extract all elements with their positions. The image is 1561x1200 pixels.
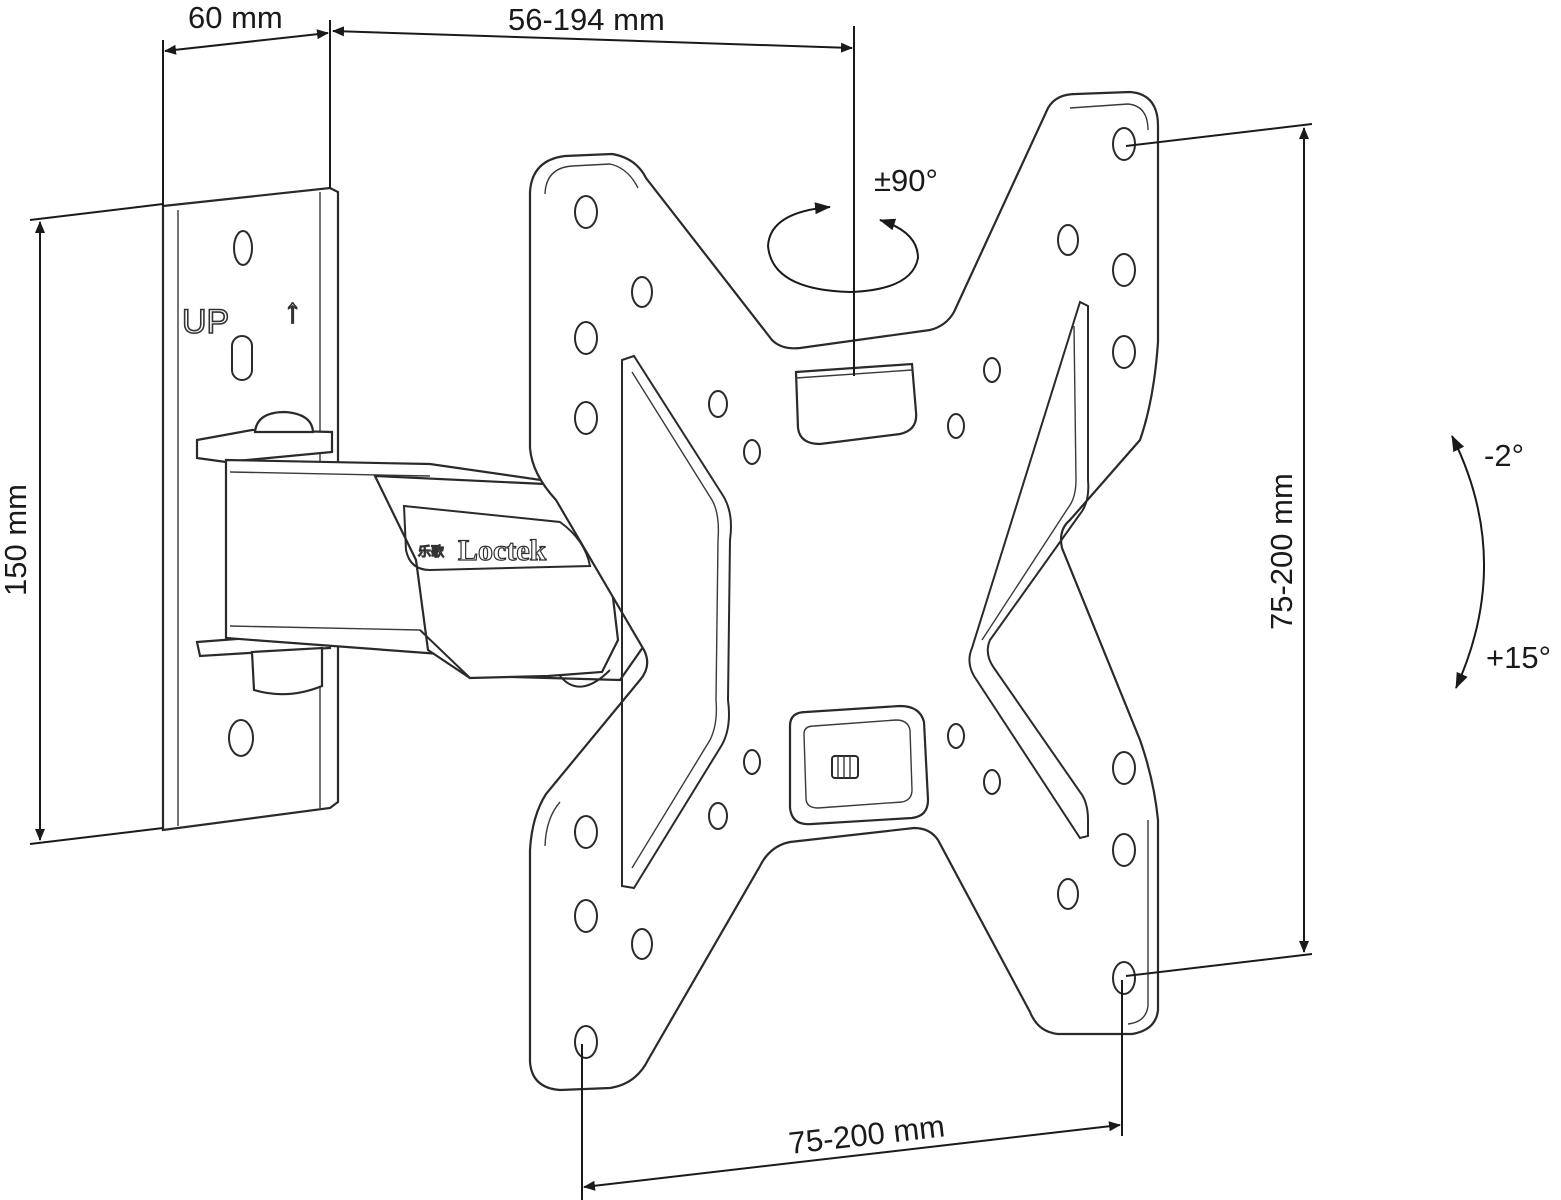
top-lock-pocket bbox=[794, 362, 918, 446]
up-label: UP bbox=[182, 303, 229, 341]
wall-plate-width-label: 60 mm bbox=[188, 0, 283, 35]
screw-icon bbox=[831, 755, 859, 779]
tilt-down-label: +15° bbox=[1486, 640, 1551, 675]
vesa-vertical-label: 75-200 mm bbox=[1264, 473, 1299, 630]
wall-plate-height-label: 150 mm bbox=[0, 484, 33, 596]
wall-plate-hole-top bbox=[233, 230, 253, 266]
brand-logo-small: 乐歌 bbox=[418, 544, 445, 559]
right-slot bbox=[968, 300, 1090, 840]
dimension-lines bbox=[29, 20, 1313, 1200]
arm-extension-label: 56-194 mm bbox=[508, 2, 665, 37]
swivel-label: ±90° bbox=[874, 163, 938, 198]
vesa-plate bbox=[528, 90, 1160, 1092]
wall-plate-hole-bottom bbox=[228, 719, 254, 757]
mounting-holes bbox=[574, 127, 1136, 1059]
brand-logo-text: Loctek bbox=[458, 534, 547, 567]
vesa-horizontal-label: 75-200 mm bbox=[787, 1108, 947, 1161]
left-slot bbox=[621, 354, 732, 890]
swing-arm: 乐歌 Loctek bbox=[195, 410, 650, 696]
tilt-arc-icon bbox=[1451, 435, 1486, 689]
wall-plate-slot bbox=[231, 335, 253, 381]
tilt-up-label: -2° bbox=[1484, 438, 1524, 473]
swivel-rotation-icon bbox=[766, 202, 920, 294]
up-arrow-icon: ↑ bbox=[284, 292, 301, 330]
